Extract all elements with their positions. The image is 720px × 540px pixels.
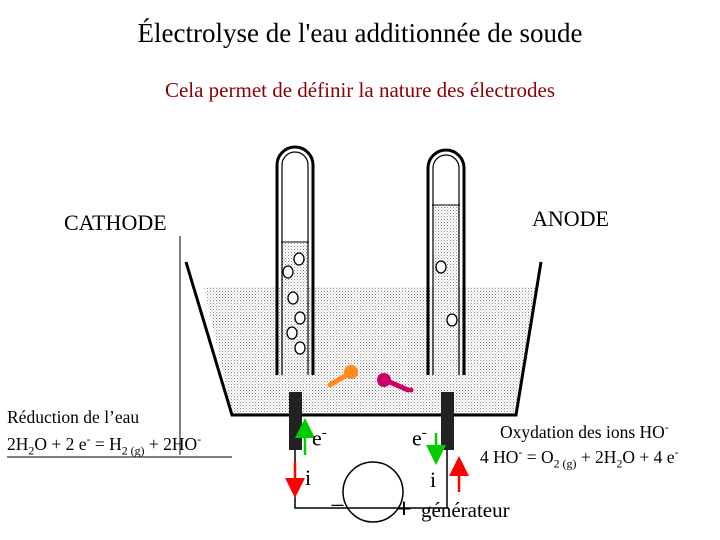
anode-wire	[403, 450, 448, 509]
oxygen-bubbles	[435, 260, 458, 327]
cation-icon	[327, 365, 358, 388]
generator-icon	[342, 461, 404, 523]
cathode-electrode	[289, 392, 302, 450]
left-tube-inner	[281, 151, 309, 375]
right-tube-gas-region	[433, 205, 459, 365]
diagram-subtitle: Cela permet de définir la nature des éle…	[164, 78, 556, 102]
current-label-left: i	[305, 465, 312, 490]
reduction-title: Réduction de l’eau	[7, 407, 140, 427]
diagram-title: Électrolyse de l'eau additionnée de soud…	[137, 18, 583, 48]
anode-label: ANODE	[532, 206, 609, 231]
vessel	[184, 261, 543, 417]
anode-electrode	[441, 392, 454, 450]
plus-terminal-label: +	[396, 494, 412, 525]
reduction-equation: 2H2O + 2 e- = H2 (g) + 2HO-	[7, 432, 202, 458]
left-test-tube	[275, 145, 315, 375]
hydrogen-bubbles	[282, 252, 306, 355]
oxidation-title: Oxydation des ions HO-	[500, 420, 669, 442]
anion-icon	[377, 373, 414, 393]
cathode-label: CATHODE	[64, 210, 167, 235]
right-test-tube	[426, 148, 466, 375]
current-label-right: i	[430, 467, 437, 492]
electron-label-right: e-	[412, 425, 427, 451]
electron-label-left: e-	[312, 425, 327, 451]
generator-label: générateur	[421, 498, 510, 522]
right-tube-inner	[432, 154, 460, 375]
minus-terminal-label: −	[330, 491, 345, 520]
oxidation-equation: 4 HO- = O2 (g) + 2H2O + 4 e-	[480, 445, 679, 471]
electrolyte-solution	[204, 287, 538, 414]
